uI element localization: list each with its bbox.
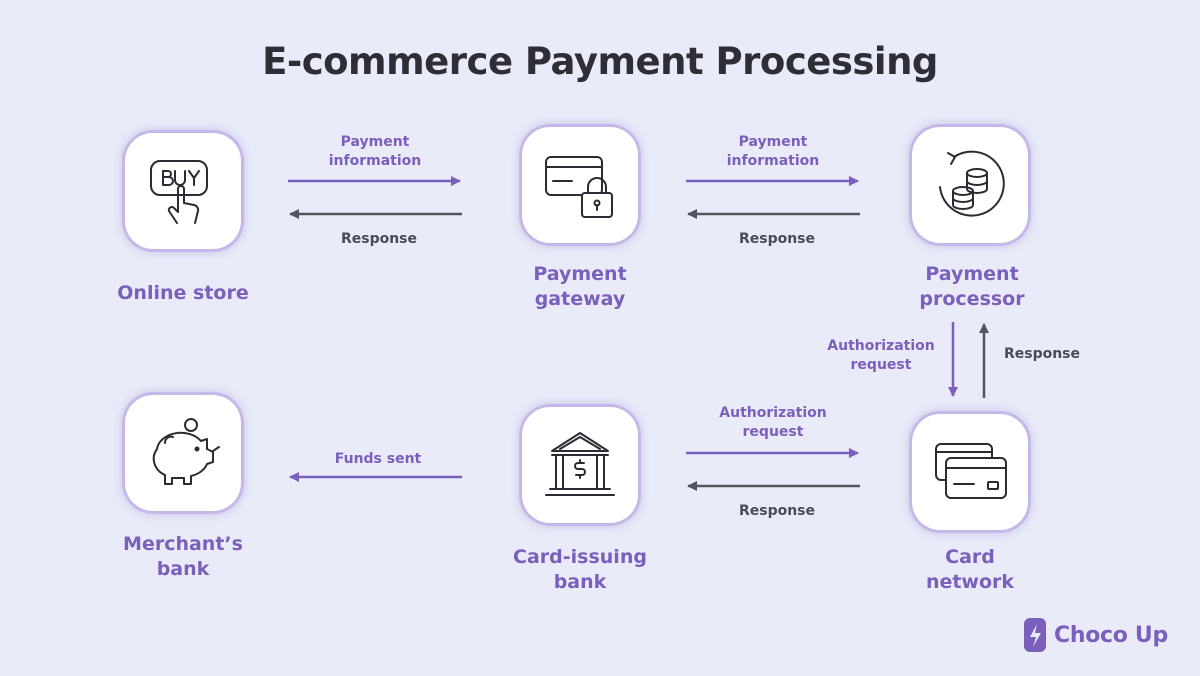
- piggy-bank-icon: [152, 418, 220, 485]
- coins-cycle-icon: [939, 150, 1005, 217]
- node-card-network: [912, 414, 1028, 530]
- bank-icon: [545, 432, 615, 496]
- cards-icon: [935, 443, 1007, 499]
- label-issuer-to-merchant: Funds sent: [334, 451, 422, 467]
- label-online-store: Online store: [117, 282, 249, 304]
- label-network-to-processor: Response: [1003, 346, 1081, 362]
- node-payment-processor: [912, 127, 1028, 243]
- brand-name: Choco Up: [1054, 622, 1168, 648]
- label-network-to-issuer: Response: [738, 503, 816, 519]
- brand-logo: Choco Up: [1022, 616, 1168, 654]
- label-processor-to-gateway: Response: [738, 231, 816, 247]
- choco-up-logo-icon: [1024, 618, 1046, 652]
- node-online-store: [125, 133, 241, 249]
- node-merchants-bank: [125, 395, 241, 511]
- card-lock-icon: [545, 156, 613, 218]
- node-payment-gateway: [522, 127, 638, 243]
- buy-button-hand-icon: [150, 160, 208, 224]
- label-gateway-to-store: Response: [340, 231, 418, 247]
- page-title: E-commerce Payment Processing: [262, 40, 938, 83]
- node-card-issuing-bank: [522, 407, 638, 523]
